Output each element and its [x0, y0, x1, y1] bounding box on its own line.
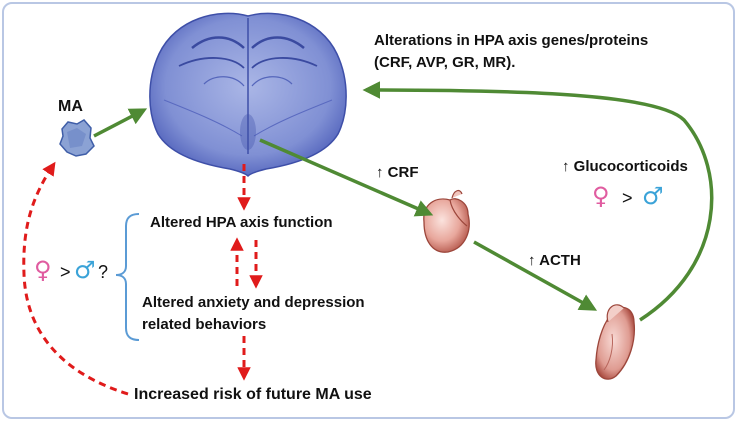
- hpa-alterations-line1: Alterations in HPA axis genes/proteins: [374, 32, 649, 49]
- arrow-adrenal-to-brain: [362, 81, 714, 322]
- male-symbol-icon: ♂: [642, 182, 664, 210]
- hpa-diagram-graphic: [22, 12, 714, 396]
- increased-risk-label: Increased risk of future MA use: [134, 386, 372, 403]
- female-symbol-icon: ♀: [34, 256, 52, 284]
- altered-anxiety-line1: Altered anxiety and depression: [142, 294, 365, 311]
- ma-label: MA: [58, 98, 83, 115]
- acth-label: ↑ ACTH: [528, 252, 581, 269]
- arrow-risk-to-ma: [22, 161, 129, 396]
- adrenal-gland: [595, 304, 636, 380]
- arrow-pituitary-to-adrenal: [473, 240, 598, 311]
- greater-than-sign: >: [622, 188, 633, 208]
- altered-anxiety-line2: related behaviors: [142, 316, 267, 333]
- bracket: [115, 213, 140, 341]
- altered-hpa-label: Altered HPA axis function: [150, 214, 333, 231]
- male-symbol-icon: ♂: [74, 256, 96, 284]
- greater-than-sign: >: [60, 262, 71, 282]
- question-mark: ?: [98, 262, 109, 282]
- hpa-alterations-line2: (CRF, AVP, GR, MR).: [374, 54, 516, 71]
- ma-crystal: [59, 119, 95, 157]
- female-symbol-icon: ♀: [592, 182, 610, 210]
- arrow-brain-to-pituitary: [259, 138, 434, 217]
- mouse-brain-section: [149, 12, 347, 178]
- glucocorticoids-label: ↑ Glucocorticoids: [562, 158, 688, 175]
- pituitary-gland: [423, 189, 470, 253]
- crf-label: ↑ CRF: [376, 164, 419, 181]
- arrow-ma-to-brain: [93, 108, 148, 138]
